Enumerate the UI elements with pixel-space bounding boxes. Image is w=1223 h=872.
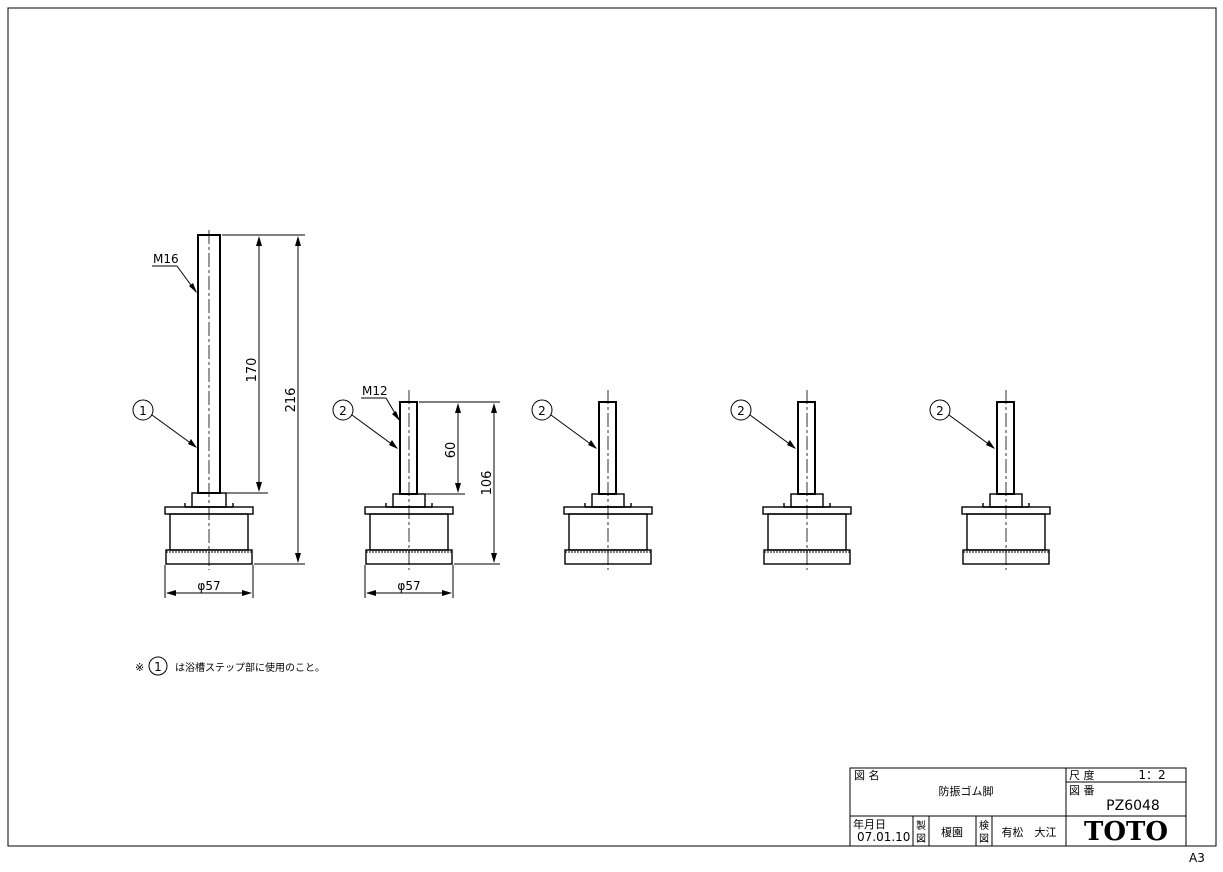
note-balloon bbox=[148, 656, 168, 676]
made-by: 榎園 bbox=[941, 825, 963, 839]
date-value: 07.01.10 bbox=[857, 830, 910, 844]
scale-value: 1：2 bbox=[1138, 768, 1165, 782]
dim-106-label: 106 bbox=[480, 471, 495, 496]
foot-part-2-copy-b bbox=[730, 389, 852, 571]
dim-216-label: 216 bbox=[284, 388, 299, 413]
foot-part-2-copy-c bbox=[929, 389, 1051, 571]
note-text: は浴槽ステップ部に使用のこと。 bbox=[175, 661, 325, 674]
balloon-number: 1 bbox=[139, 404, 147, 418]
thread-label-m12: M12 bbox=[362, 384, 388, 398]
part-balloon-1 bbox=[132, 399, 154, 421]
sheet-size-label: A3 bbox=[1189, 851, 1205, 865]
foot-part-1: 170 216 φ57 M16 1 bbox=[132, 230, 305, 598]
sheet-frame bbox=[7, 7, 1217, 847]
part-2-dimensions: 60 106 φ57 M12 bbox=[361, 384, 500, 598]
note-mark: ※ bbox=[135, 661, 144, 674]
foot-part-2-copy-a bbox=[531, 389, 653, 571]
check-label-1: 検 bbox=[979, 819, 989, 832]
date-label: 年月日 bbox=[853, 817, 886, 831]
scale-label: 尺 度 bbox=[1069, 768, 1095, 782]
title-block: 図 名 防振ゴム脚 尺 度 1：2 図 番 PZ6048 年月日 07.01.1… bbox=[849, 767, 1187, 847]
foot-part-2: 2 bbox=[332, 390, 454, 570]
drawing-name-label: 図 名 bbox=[854, 768, 880, 782]
thread-label-m16: M16 bbox=[153, 252, 179, 266]
dim-170-label: 170 bbox=[245, 358, 260, 383]
drawing-number-label: 図 番 bbox=[1069, 784, 1095, 797]
made-label-1: 製 bbox=[916, 819, 926, 832]
made-label-2: 図 bbox=[916, 833, 926, 845]
dim-60-label: 60 bbox=[444, 442, 459, 459]
bolt-short bbox=[399, 401, 418, 495]
part-balloon-2 bbox=[332, 399, 354, 421]
usage-note: ※ 1 は浴槽ステップ部に使用のこと。 bbox=[135, 656, 325, 676]
check-label-2: 図 bbox=[979, 833, 989, 845]
note-part-number: 1 bbox=[154, 660, 162, 674]
balloon-number: 2 bbox=[339, 404, 347, 418]
diameter-label-1: φ57 bbox=[197, 579, 220, 593]
drawing-name: 防振ゴム脚 bbox=[939, 784, 994, 798]
company-logo: TOTO bbox=[1084, 817, 1168, 847]
diameter-label-2: φ57 bbox=[397, 579, 420, 593]
checked-by: 有松 大江 bbox=[1002, 825, 1057, 839]
drawing-number: PZ6048 bbox=[1106, 798, 1160, 814]
